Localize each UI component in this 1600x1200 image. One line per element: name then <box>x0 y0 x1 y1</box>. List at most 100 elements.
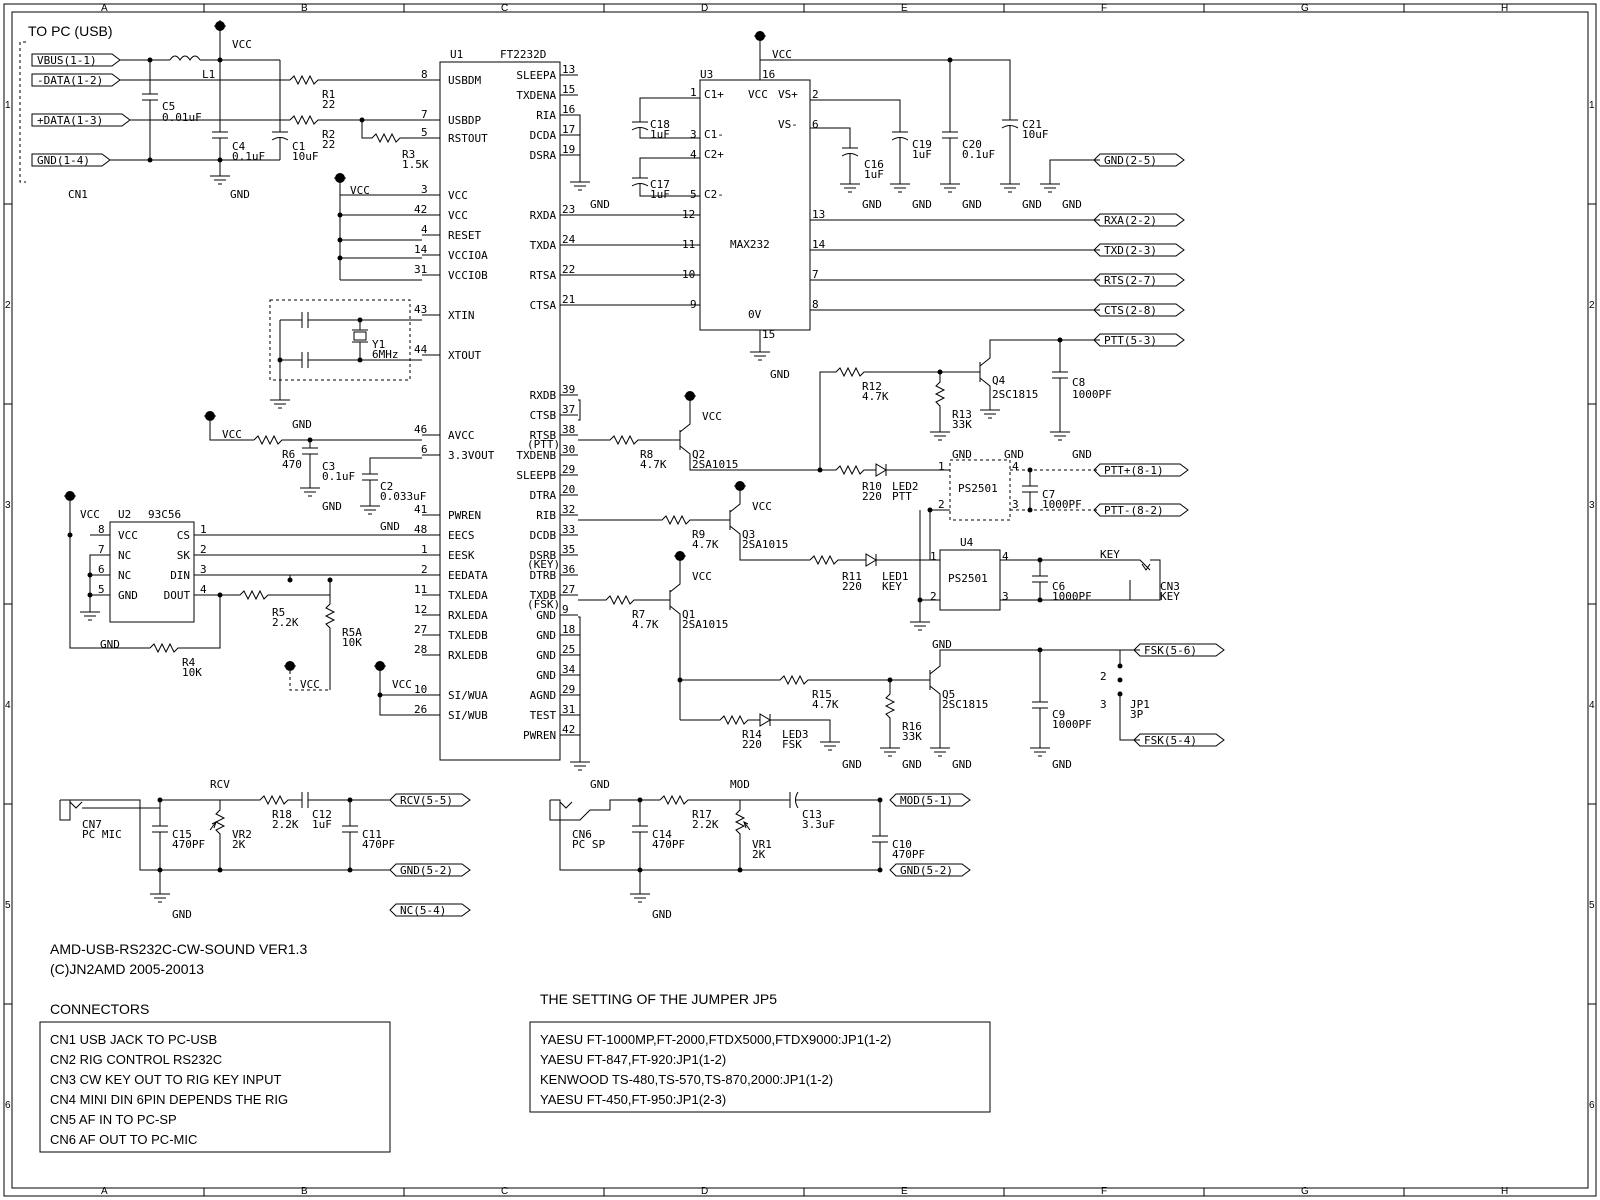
u1-pin-name: SI/WUB <box>448 709 488 722</box>
gnd-label: GND <box>1052 758 1072 771</box>
vr2-value: 2K <box>232 838 246 851</box>
u1-pin-name: RXDA <box>530 209 557 222</box>
r6-ref: R6 <box>282 448 295 461</box>
port-ptt-minus: PTT-(8-2) <box>1104 504 1164 517</box>
u1-pin-name: RSTOUT <box>448 132 488 145</box>
q4-ref: Q4 <box>992 374 1006 387</box>
u3-num-15: 15 <box>762 328 775 341</box>
port-plus-data: +DATA(1-3) <box>37 114 103 127</box>
vcc-label: VCC <box>300 678 320 691</box>
gnd-label: GND <box>322 500 342 513</box>
grid-row-label: 6 <box>5 1100 11 1111</box>
key-section: VCC R9 4.7K Q3 2SA1015 R11 220 LED1 KEY … <box>527 481 1180 631</box>
vr2-ref: VR2 <box>232 828 252 841</box>
u3-num-1: 1 <box>690 86 697 99</box>
u1-pin-num: 21 <box>562 293 575 306</box>
c3-ref: C3 <box>322 460 335 473</box>
u3-pin-vcc: VCC <box>748 88 768 101</box>
r15-ref: R15 <box>812 688 832 701</box>
c9-value: 1000PF <box>1052 718 1092 731</box>
jp1-pin-2: 2 <box>1100 670 1107 683</box>
u3-max232: U3 MAX232 C1+ VCC VS+ C1- VS- C2+ C2- 0V… <box>578 31 1100 381</box>
cn6-ref: CN6 <box>572 828 592 841</box>
c4-ref: C4 <box>232 140 246 153</box>
u1-pin-num: 25 <box>562 643 575 656</box>
u1-pin-num: 28 <box>414 643 427 656</box>
u1-pin-num: 27 <box>562 583 575 596</box>
r8-ref: R8 <box>640 448 653 461</box>
u1-pin-num: 42 <box>562 723 575 736</box>
u1-pin-num: 1 <box>421 543 428 556</box>
u1-pin-num: 5 <box>421 126 428 139</box>
u1-pin-num: 3 <box>421 183 428 196</box>
u1-pin-name: VCC <box>448 209 468 222</box>
u1-pin-num: 27 <box>414 623 427 636</box>
c12-value: 1uF <box>312 818 332 831</box>
connector-line: CN4 MINI DIN 6PIN DEPENDS THE RIG <box>50 1092 288 1107</box>
grid-col-label: A <box>101 1186 108 1197</box>
project-title: AMD-USB-RS232C-CW-SOUND VER1.3 <box>50 941 307 957</box>
vr1-ref: VR1 <box>752 838 772 851</box>
q4-value: 2SC1815 <box>992 388 1038 401</box>
q5-value: 2SC1815 <box>942 698 988 711</box>
u1-pin-num: 37 <box>562 403 575 416</box>
cn1-section: TO PC (USB) VBUS(1-1) -DATA(1-2) +DATA(1… <box>19 20 429 201</box>
u3-num-5: 5 <box>690 188 697 201</box>
pin-1: 1 <box>930 550 937 563</box>
mod-audio: CN6 PC SP C14 470PF GND R17 2.2K VR1 2K … <box>549 778 971 921</box>
grid-col-label: E <box>901 1186 908 1197</box>
port-gnd-5-2-a: GND(5-2) <box>400 864 453 877</box>
gnd-label: GND <box>230 188 250 201</box>
pin-2: 2 <box>938 498 945 511</box>
u3-pin-c1p: C1+ <box>704 88 724 101</box>
port-minus-data: -DATA(1-2) <box>37 74 103 87</box>
gnd-label: GND <box>100 638 120 651</box>
u1-pin-num: 26 <box>414 703 427 716</box>
c7-ref: C7 <box>1042 488 1055 501</box>
ps2501-lower: PS2501 <box>948 572 988 585</box>
c15-value: 470PF <box>172 838 205 851</box>
r14-ref: R14 <box>742 728 762 741</box>
u1-pin-num: 36 <box>562 563 575 576</box>
r15-value: 4.7K <box>812 698 839 711</box>
u1-pin-num: 29 <box>562 683 575 696</box>
cn7-ref: CN7 <box>82 818 102 831</box>
y1-value: 6MHz <box>372 348 399 361</box>
connector-line: CN1 USB JACK TO PC-USB <box>50 1032 217 1047</box>
grid-row-label: 1 <box>5 100 11 111</box>
u1-pin-num: 30 <box>562 443 575 456</box>
u1-pin-name: TXDENB <box>516 449 556 462</box>
u2-pin-name: DOUT <box>164 589 191 602</box>
grid-col-label: A <box>101 3 108 14</box>
c17-ref: C17 <box>650 178 670 191</box>
grid-col-label: F <box>1101 1186 1107 1197</box>
vcc-label: VCC <box>392 678 412 691</box>
r7-ref: R7 <box>632 608 645 621</box>
u1-pin-name: GND <box>536 629 556 642</box>
u1-pin-num: 35 <box>562 543 575 556</box>
u1-pin-name: RXLEDB <box>448 649 488 662</box>
u1-pin-name: RTSB <box>530 429 557 442</box>
c19-value: 1uF <box>912 148 932 161</box>
r16-value: 33K <box>902 730 922 743</box>
u1-pin-name: CTSB <box>530 409 557 422</box>
gnd-label: GND <box>1022 198 1042 211</box>
u1-pin-num: 31 <box>414 263 427 276</box>
c12-ref: C12 <box>312 808 332 821</box>
rcv-audio: CN7 PC MIC C15 470PF GND VR2 2K RCV R18 … <box>59 778 471 921</box>
gnd-label: GND <box>1072 448 1092 461</box>
gnd-label: GND <box>952 758 972 771</box>
grid-row-label: 5 <box>5 900 11 911</box>
ps2501-upper: PS2501 <box>958 482 998 495</box>
copyright: (C)JN2AMD 2005-20013 <box>50 961 204 977</box>
led2-ref: LED2 <box>892 480 919 493</box>
grid-col-label: G <box>1301 1186 1309 1197</box>
u1-pin-num: 12 <box>414 603 427 616</box>
jp1-value: 3P <box>1130 708 1144 721</box>
jumper-line: YAESU FT-450,FT-950:JP1(2-3) <box>540 1092 726 1107</box>
r12-ref: R12 <box>862 380 882 393</box>
connector-line: CN6 AF OUT TO PC-MIC <box>50 1132 197 1147</box>
u3-num-6: 6 <box>812 118 819 131</box>
c15-ref: C15 <box>172 828 192 841</box>
